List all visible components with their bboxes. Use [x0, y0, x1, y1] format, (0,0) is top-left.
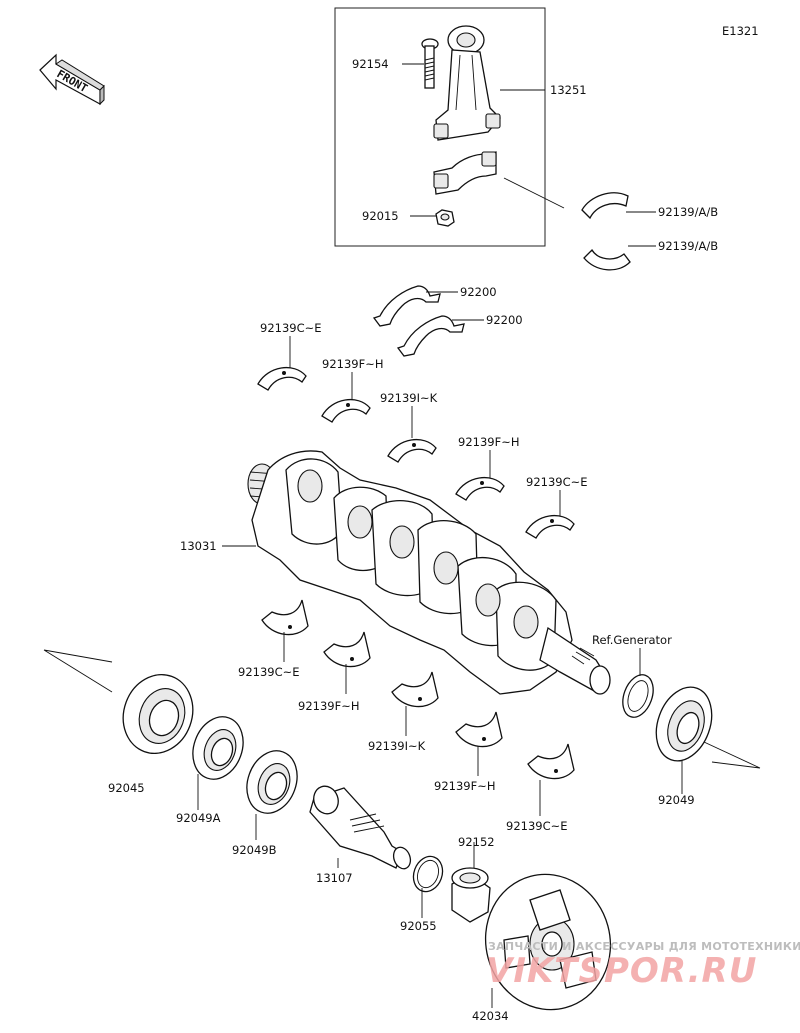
label-92139ik-2: 92139I~K [368, 739, 426, 753]
snap-ring-92055 [412, 855, 444, 893]
main-bearing-upper-4 [455, 476, 505, 501]
label-42034: 42034 [472, 1009, 509, 1023]
generator-ring [622, 674, 654, 718]
label-ref-generator: Ref.Generator [592, 633, 672, 647]
leader-lines [43, 63, 761, 1008]
label-92139ce-1: 92139C~E [260, 321, 322, 335]
oil-seal-92049a [192, 716, 244, 780]
label-92139ce-4: 92139C~E [506, 819, 568, 833]
conrod-bearing-lower [583, 248, 631, 271]
main-bearing-lower-1 [261, 597, 309, 636]
diagram-code: E1321 [722, 24, 759, 38]
watermark-logo: VIKTSPOR.RU [486, 951, 757, 991]
main-bearing-lower-4 [455, 709, 503, 748]
label-13107: 13107 [316, 871, 353, 885]
label-13251: 13251 [550, 83, 587, 97]
label-92200-1: 92200 [460, 285, 497, 299]
label-92139ce-3: 92139C~E [238, 665, 300, 679]
label-92139ik-1: 92139I~K [380, 391, 438, 405]
label-92015: 92015 [362, 209, 399, 223]
label-92154: 92154 [352, 57, 389, 71]
label-92139fh-1: 92139F~H [322, 357, 383, 371]
conrod-bearing-upper [581, 192, 629, 220]
connecting-rod [433, 25, 501, 141]
label-92049b: 92049B [232, 843, 277, 857]
main-bearing-upper-5 [525, 514, 575, 539]
label-13031: 13031 [180, 539, 217, 553]
collar-92152 [451, 867, 491, 923]
oil-seal-92049 [655, 686, 713, 762]
label-92139fh-3: 92139F~H [298, 699, 359, 713]
conrod-cap [433, 151, 497, 195]
main-bearing-lower-2 [323, 629, 371, 668]
main-bearing-lower-3 [391, 669, 439, 708]
label-92139ab-2: 92139/A/B [658, 239, 718, 253]
label-92139fh-4: 92139F~H [434, 779, 495, 793]
crankshaft [247, 450, 611, 695]
label-92139fh-2: 92139F~H [458, 435, 519, 449]
shaft-13107 [309, 785, 412, 870]
label-92045: 92045 [108, 781, 145, 795]
label-92049a: 92049A [176, 811, 221, 825]
conrod-bolt [421, 38, 439, 89]
label-92049: 92049 [658, 793, 695, 807]
front-arrow-icon: FRONT [39, 53, 105, 106]
thrust-washer-2 [396, 315, 465, 357]
starter-gear-42034 [484, 873, 612, 1011]
oil-seal-92049b [246, 750, 298, 814]
main-bearing-upper-1 [257, 366, 307, 391]
main-bearing-upper-2 [321, 398, 371, 423]
ball-bearing-92045 [122, 674, 194, 754]
label-92139ab-1: 92139/A/B [658, 205, 718, 219]
watermark: ЗАПЧАСТИ И АКСЕССУАРЫ ДЛЯ МОТОТЕХНИКИ VI… [486, 940, 800, 991]
part-labels: 92154 13251 92015 92139/A/B 92139/A/B 92… [108, 57, 718, 1023]
main-bearing-lower-5 [527, 741, 575, 780]
label-92139ce-2: 92139C~E [526, 475, 588, 489]
conrod-nut [435, 209, 455, 227]
label-92200-2: 92200 [486, 313, 523, 327]
label-92152: 92152 [458, 835, 495, 849]
conrod-assembly-box [334, 7, 546, 247]
main-bearing-upper-3 [387, 438, 437, 463]
watermark-tagline: ЗАПЧАСТИ И АКСЕССУАРЫ ДЛЯ МОТОТЕХНИКИ [488, 940, 800, 953]
label-92055: 92055 [400, 919, 437, 933]
thrust-washer-1 [372, 285, 441, 327]
